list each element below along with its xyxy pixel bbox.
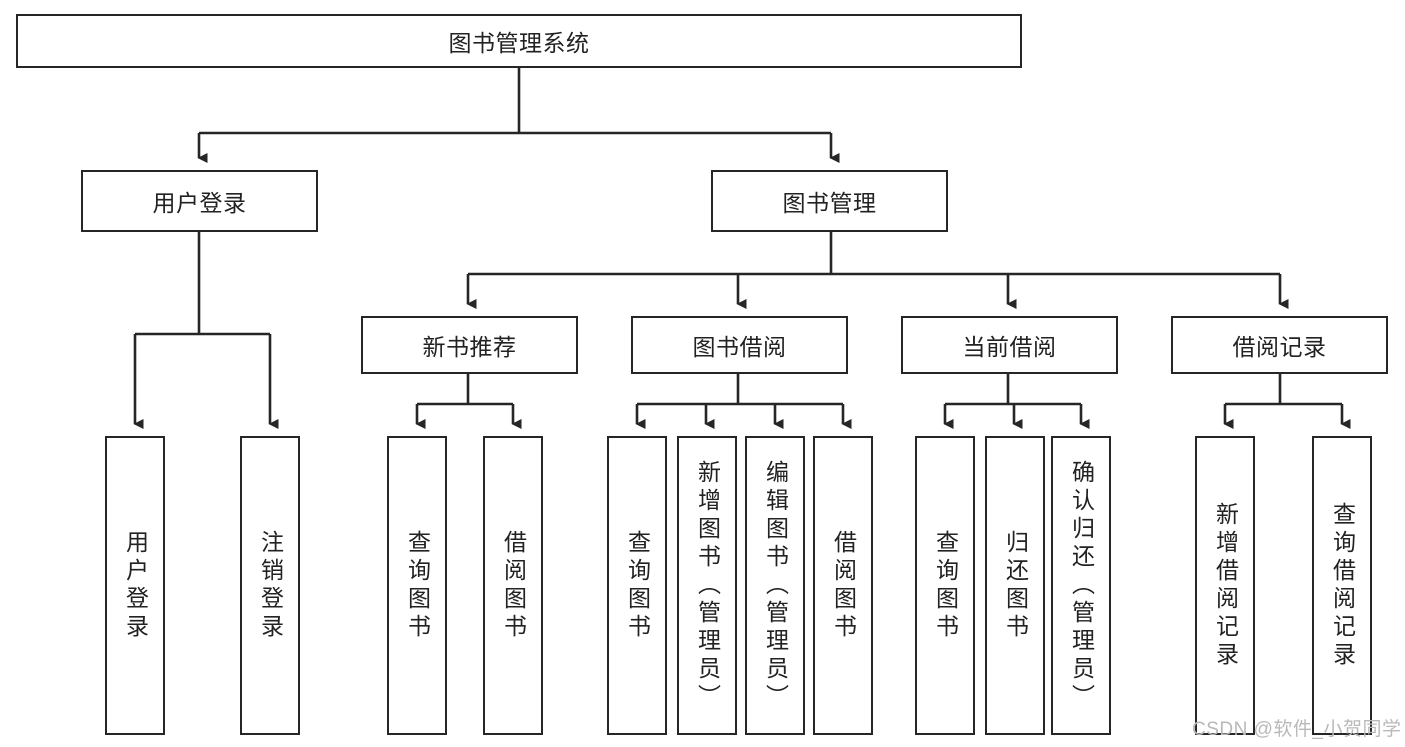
- leaf-edit-book-label: 编辑图书（管理员）: [762, 459, 789, 712]
- leaf-borrow-book-borrow[interactable]: 借阅图书: [813, 436, 873, 735]
- node-borrow-record-label: 借阅记录: [1232, 334, 1327, 360]
- node-user-login[interactable]: 用户登录: [81, 170, 318, 232]
- leaf-confirm-return-label: 确认归还（管理员）: [1068, 459, 1095, 712]
- node-borrow-record[interactable]: 借阅记录: [1171, 316, 1388, 374]
- leaf-user-login[interactable]: 用户登录: [105, 436, 165, 735]
- leaf-query-book-1-label: 查询图书: [404, 529, 431, 642]
- node-current-borrow[interactable]: 当前借阅: [901, 316, 1118, 374]
- node-current-borrow-label: 当前借阅: [962, 334, 1057, 360]
- leaf-query-book-current[interactable]: 查询图书: [915, 436, 975, 735]
- node-book-borrow[interactable]: 图书借阅: [631, 316, 848, 374]
- leaf-borrow-book-new-recommendation[interactable]: 借阅图书: [483, 436, 543, 735]
- leaf-add-book-admin[interactable]: 新增图书（管理员）: [677, 436, 737, 735]
- node-user-login-label: 用户登录: [152, 190, 247, 216]
- leaf-return-book[interactable]: 归还图书: [985, 436, 1045, 735]
- leaf-query-book-borrow[interactable]: 查询图书: [607, 436, 667, 735]
- leaf-logout[interactable]: 注销登录: [240, 436, 300, 735]
- node-book-borrow-label: 图书借阅: [692, 334, 787, 360]
- leaf-query-book-3-label: 查询图书: [932, 529, 959, 642]
- leaf-borrow-book-1-label: 借阅图书: [500, 529, 527, 642]
- leaf-borrow-book-2-label: 借阅图书: [830, 529, 857, 642]
- leaf-add-book-label: 新增图书（管理员）: [694, 459, 721, 712]
- leaf-add-borrow-record[interactable]: 新增借阅记录: [1195, 436, 1255, 735]
- leaf-logout-label: 注销登录: [257, 529, 284, 642]
- leaf-user-login-label: 用户登录: [122, 529, 149, 642]
- leaf-query-book-new-recommendation[interactable]: 查询图书: [387, 436, 447, 735]
- node-root-label: 图书管理系统: [448, 30, 590, 56]
- node-book-management[interactable]: 图书管理: [711, 170, 948, 232]
- leaf-edit-book-admin[interactable]: 编辑图书（管理员）: [745, 436, 805, 735]
- node-book-management-label: 图书管理: [782, 190, 877, 216]
- node-root[interactable]: 图书管理系统: [16, 14, 1022, 68]
- leaf-query-borrow-record[interactable]: 查询借阅记录: [1312, 436, 1372, 735]
- leaf-query-book-2-label: 查询图书: [624, 529, 651, 642]
- node-new-book-recommendation-label: 新书推荐: [422, 334, 517, 360]
- leaf-add-record-label: 新增借阅记录: [1212, 501, 1239, 670]
- leaf-return-book-label: 归还图书: [1002, 529, 1029, 642]
- leaf-query-record-label: 查询借阅记录: [1329, 501, 1356, 670]
- leaf-confirm-return-admin[interactable]: 确认归还（管理员）: [1051, 436, 1111, 735]
- node-new-book-recommendation[interactable]: 新书推荐: [361, 316, 578, 374]
